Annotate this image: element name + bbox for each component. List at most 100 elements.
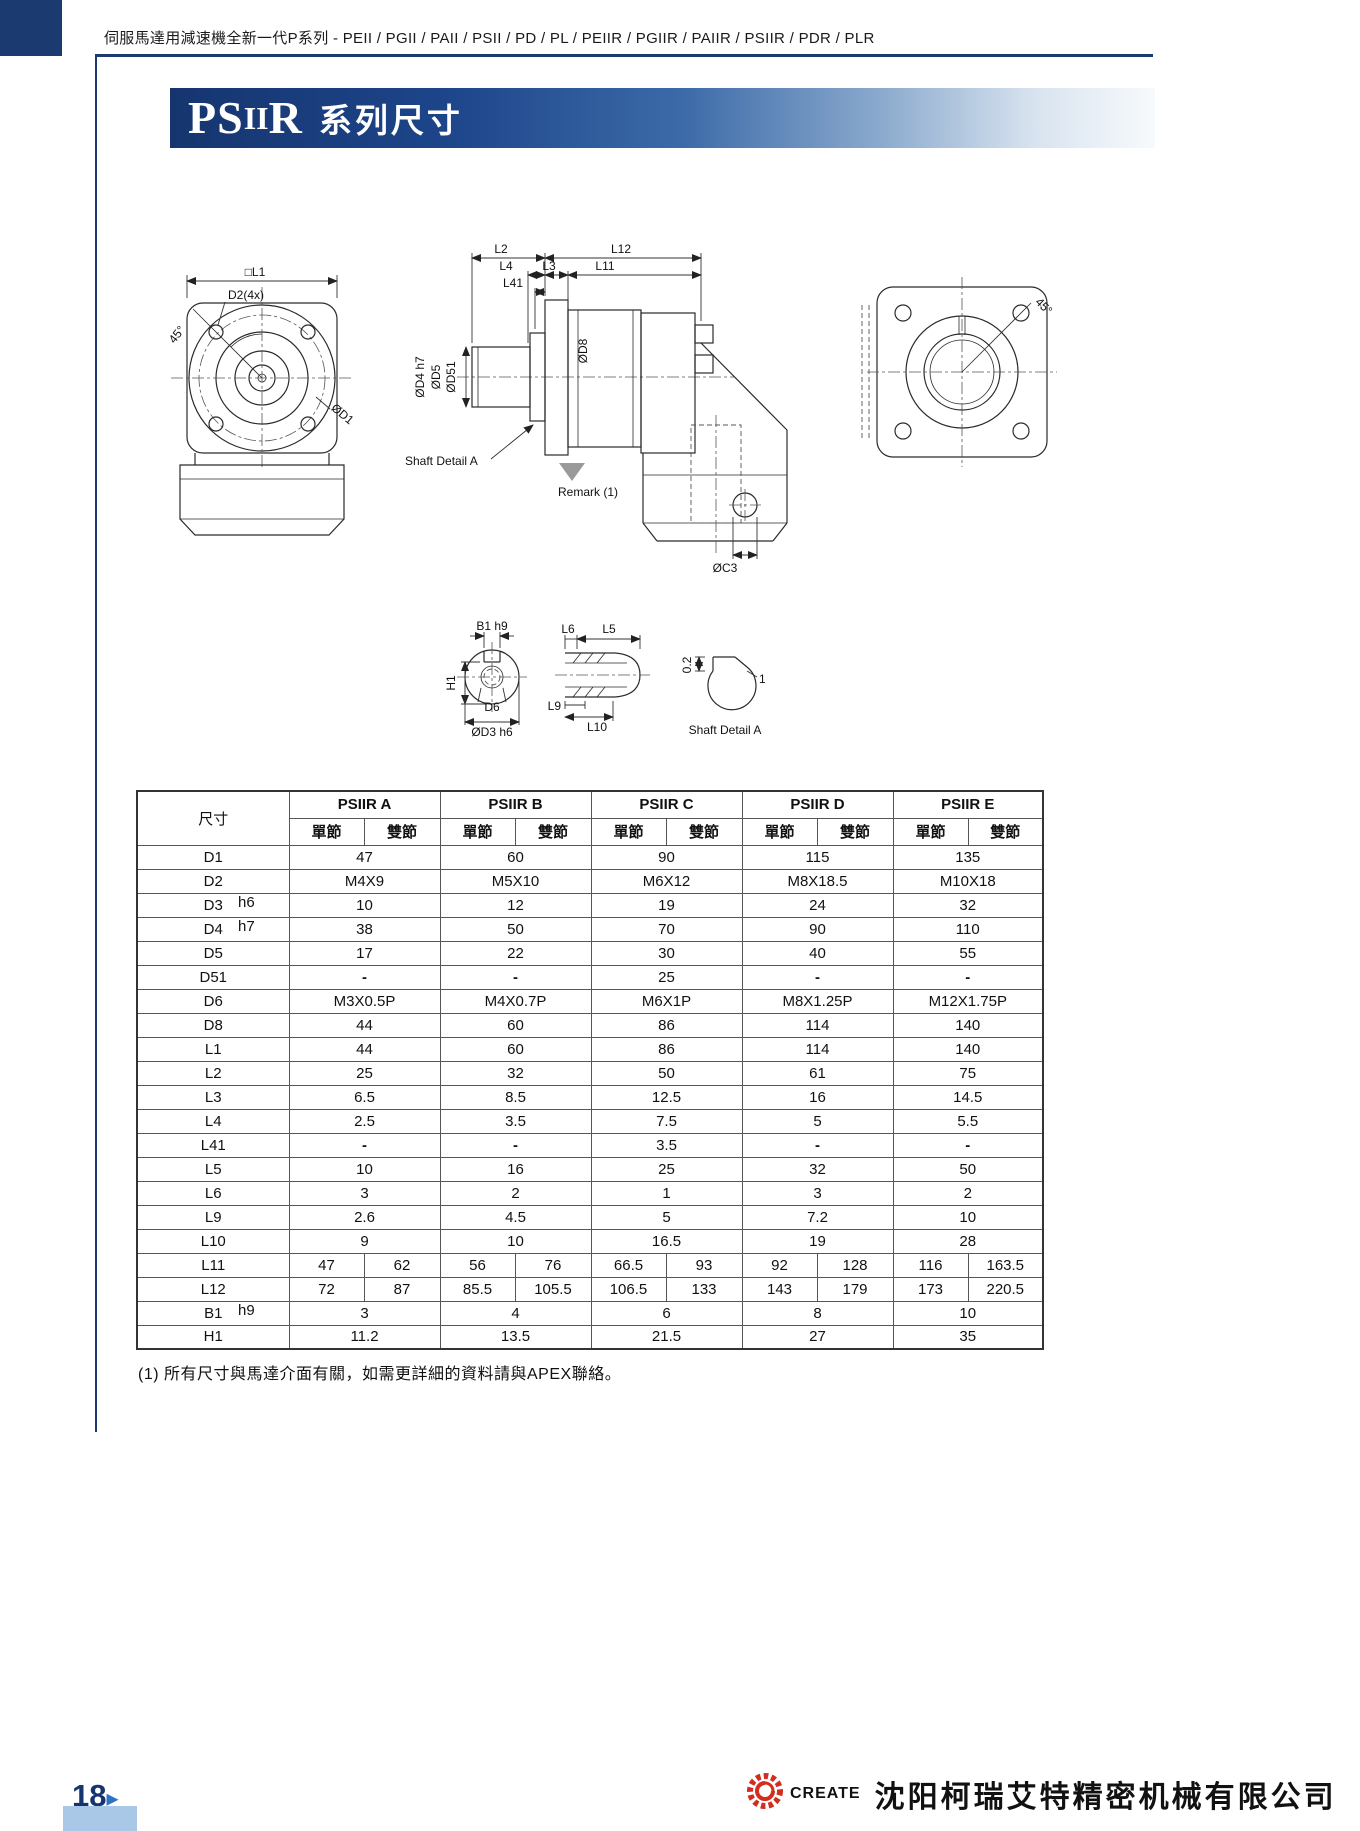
dim-value-cell: 9 xyxy=(288,1228,441,1254)
dim-symbol: L41 xyxy=(200,1136,226,1154)
dim-value-cell: 44 xyxy=(288,1012,441,1038)
dim-value-cell: 114 xyxy=(741,1036,894,1062)
row-label-cell: L4 xyxy=(136,1108,290,1134)
dim-value-cell: 75 xyxy=(892,1060,1044,1086)
label-h1: H1 xyxy=(444,675,458,691)
dim-value-cell: 62 xyxy=(363,1252,441,1278)
row-label-cell: L3 xyxy=(136,1084,290,1110)
dim-value-cell: - xyxy=(288,964,441,990)
dim-symbol: L11 xyxy=(201,1256,226,1274)
group-header-e: PSIIR E xyxy=(892,790,1044,819)
dimension-table: 尺寸 PSIIR A PSIIR B PSIIR C PSIIR D PSIIR… xyxy=(136,790,1045,1350)
label-l11: L11 xyxy=(595,259,614,273)
label-l5: L5 xyxy=(602,622,616,636)
footnote: (1) 所有尺寸與馬達介面有關，如需更詳細的資料請與APEX聯絡。 xyxy=(138,1366,622,1383)
subheader-double: 雙節 xyxy=(967,817,1044,846)
dim-value-cell: 3 xyxy=(741,1180,894,1206)
shaft-section-drawing: B1 h9 H1 D6 ØD3 h6 xyxy=(444,619,527,739)
rear-view-drawing: 45° xyxy=(861,277,1057,467)
dim-value-cell: 50 xyxy=(892,1156,1044,1182)
label-detail-tol: 0.2 xyxy=(680,656,694,673)
dim-value-cell: 50 xyxy=(439,916,592,942)
create-gear-logo-icon xyxy=(744,1770,786,1817)
dim-value-cell: 5.5 xyxy=(892,1108,1044,1134)
label-l12: L12 xyxy=(611,242,631,256)
dim-value-cell: 10 xyxy=(288,892,441,918)
dim-value-cell: 1 xyxy=(590,1180,743,1206)
subheader-single: 單節 xyxy=(590,817,667,846)
label-d51: ØD51 xyxy=(444,361,458,393)
dim-symbol: L2 xyxy=(204,1064,222,1082)
label-l10: L10 xyxy=(587,720,607,734)
dim-tolerance: h6 xyxy=(238,893,255,911)
dim-value-cell: 47 xyxy=(288,1252,365,1278)
dim-value-cell: 25 xyxy=(590,1156,743,1182)
dim-value-cell: M3X0.5P xyxy=(288,988,441,1014)
dim-value-cell: M6X12 xyxy=(590,868,743,894)
dim-value-cell: 5 xyxy=(590,1204,743,1230)
company-name: 沈阳柯瑞艾特精密机械有限公司 xyxy=(874,1780,1337,1814)
label-l41: L41 xyxy=(503,276,523,290)
dim-value-cell: M6X1P xyxy=(590,988,743,1014)
dim-value-cell: 93 xyxy=(665,1252,743,1278)
dim-value-cell: 2 xyxy=(892,1180,1044,1206)
dim-value-cell: M8X1.25P xyxy=(741,988,894,1014)
dim-value-cell: 25 xyxy=(288,1060,441,1086)
dim-symbol: D5 xyxy=(203,944,223,962)
dim-value-cell: 4.5 xyxy=(439,1204,592,1230)
dim-value-cell: 76 xyxy=(514,1252,592,1278)
row-label-cell: D2 xyxy=(136,868,290,894)
dim-value-cell: 12 xyxy=(439,892,592,918)
label-d4: ØD4 h7 xyxy=(413,356,427,398)
row-label-cell: D1 xyxy=(136,844,290,870)
dim-symbol: D6 xyxy=(203,992,223,1010)
row-label-cell: L1 xyxy=(136,1036,290,1062)
label-b1: B1 h9 xyxy=(476,619,508,633)
label-l6: L6 xyxy=(561,622,575,636)
dim-value-cell: 50 xyxy=(590,1060,743,1086)
dim-value-cell: M4X9 xyxy=(288,868,441,894)
row-label-cell: L6 xyxy=(136,1180,290,1206)
row-label-cell: L11 xyxy=(136,1252,290,1278)
dim-value-cell: 8 xyxy=(741,1300,894,1326)
dim-value-cell: - xyxy=(439,1132,592,1158)
dim-symbol: D2 xyxy=(203,872,223,890)
subheader-double: 雙節 xyxy=(514,817,592,846)
header-rule xyxy=(95,54,1153,57)
dim-symbol: L3 xyxy=(204,1088,222,1106)
dim-value-cell: 3 xyxy=(288,1300,441,1326)
label-d6: D6 xyxy=(484,700,500,714)
dim-symbol: D3 xyxy=(203,896,223,914)
label-d8: ØD8 xyxy=(576,338,590,363)
dim-value-cell: 60 xyxy=(439,1012,592,1038)
side-view-drawing: L2 L12 L4 L3 L11 L41 ØD4 h7 ØD5 ØD51 ØD8… xyxy=(405,242,788,575)
dim-value-cell: 16 xyxy=(741,1084,894,1110)
dim-value-cell: 163.5 xyxy=(967,1252,1044,1278)
dim-value-cell: 7.5 xyxy=(590,1108,743,1134)
corner-header: 尺寸 xyxy=(136,790,290,846)
page-number-arrow-icon: ▸ xyxy=(106,1785,119,1812)
group-header-c: PSIIR C xyxy=(590,790,743,819)
dim-value-cell: 10 xyxy=(892,1204,1044,1230)
dim-value-cell: 105.5 xyxy=(514,1276,592,1302)
dim-value-cell: 21.5 xyxy=(590,1324,743,1350)
dim-value-cell: 70 xyxy=(590,916,743,942)
header-series-line: 伺服馬達用減速機全新一代P系列 - PEII / PGII / PAII / P… xyxy=(104,30,875,47)
label-l4: L4 xyxy=(499,259,513,273)
dim-value-cell: 2.5 xyxy=(288,1108,441,1134)
shaft-side-detail-drawing: L6 L5 L9 L10 xyxy=(548,622,650,734)
corner-navy-block xyxy=(0,0,62,56)
subheader-double: 雙節 xyxy=(816,817,894,846)
dim-value-cell: 11.2 xyxy=(288,1324,441,1350)
dim-value-cell: 27 xyxy=(741,1324,894,1350)
label-d3: ØD3 h6 xyxy=(471,725,513,739)
dim-value-cell: 10 xyxy=(439,1228,592,1254)
